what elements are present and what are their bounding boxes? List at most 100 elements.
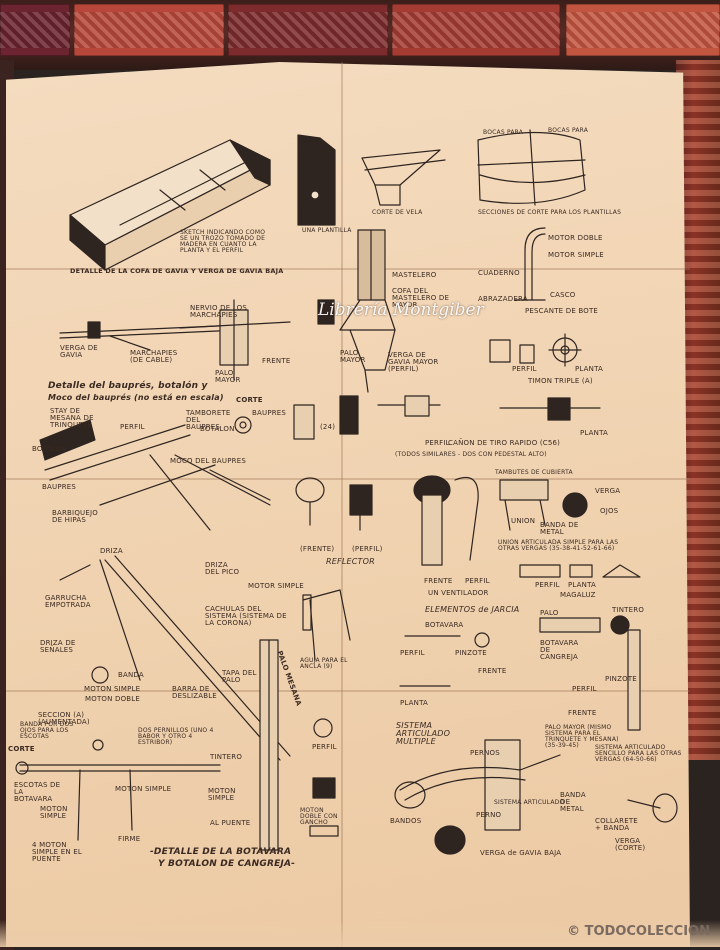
- label-motor-doble: MOTOR DOBLE: [548, 234, 603, 242]
- label-tintero-e: TINTERO: [612, 606, 645, 614]
- label-cofa-mastelero: COFA DEL MASTELERO DE MAYOR: [392, 287, 450, 309]
- label-perfil-e: PERFIL: [400, 649, 425, 657]
- label-verga-gavia-baja: VERGA de GAVIA BAJA: [480, 849, 562, 857]
- label-palo-mayor-front: PALO MAYOR: [215, 369, 241, 384]
- label-driza: DRIZA: [100, 547, 123, 555]
- small-parts-drawing: [309, 599, 339, 837]
- label-bocas: BOCAS PARA: [483, 129, 524, 136]
- label-frente-e: FRENTE: [478, 667, 507, 675]
- label-moton-simple-b2: MOTON SIMPLE: [40, 805, 68, 820]
- fold-line: [6, 478, 690, 480]
- label-nervio: NERVIO DE LOS MARCHAPIES: [190, 304, 247, 319]
- template-drawing: [297, 134, 336, 226]
- label-moton-doble-gancho: MOTON DOBLE CON GANCHO: [300, 807, 338, 826]
- label-tapa-palo: TAPA DEL PALO: [222, 669, 257, 684]
- label-tintero-b: TINTERO: [210, 753, 243, 761]
- label-frente-e2: FRENTE: [568, 709, 597, 717]
- label-banda-metal: BANDA DE METAL: [540, 521, 579, 536]
- label-barbiquejo: BARBIQUEJO DE HIPAS: [52, 509, 98, 524]
- label-abrazadera: ABRAZADERA: [478, 295, 528, 303]
- heading-botavara: -DETALLE DE LA BOTAVARA: [150, 847, 292, 857]
- label-perfil-m: PERFIL: [535, 581, 560, 589]
- label-marchapies: MARCHAPIES (DE CABLE): [130, 349, 178, 364]
- label-todos-similares: (TODOS SIMILARES - DOS CON PEDESTAL ALTO…: [395, 451, 547, 458]
- label-perfil-e2: PERFIL: [572, 685, 597, 693]
- label-banda-metal-s: BANDA DE METAL: [560, 791, 586, 813]
- label-perno: PERNO: [476, 811, 502, 819]
- fold-line: [6, 268, 690, 270]
- book-spine: [392, 4, 560, 56]
- gaff-drawing: [59, 555, 351, 851]
- grating-drawing: [519, 564, 641, 578]
- label-canon: CAÑON DE TIRO RAPIDO (C56): [448, 439, 561, 447]
- label-cuaderno: CUADERNO: [478, 269, 520, 277]
- reflector-drawing: [295, 477, 373, 531]
- label-corte-b: CORTE: [8, 745, 35, 753]
- label-motor-simple-2: MOTOR SIMPLE: [248, 582, 304, 590]
- label-bandos: BANDOS: [390, 817, 422, 825]
- label-verga: VERGA: [595, 487, 621, 495]
- label-secciones-corte: SECCIONES DE CORTE PARA LOS PLANTILLAS: [478, 209, 622, 216]
- label-motor-simple-l: MOTON SIMPLE: [84, 685, 141, 693]
- label-corte: CORTE: [236, 396, 263, 404]
- label-dos-pernillos: DOS PERNILLOS (UNO 4 BABOR Y OTRO 4 ESTR…: [138, 727, 214, 746]
- book-spine: [74, 4, 224, 56]
- label-garrucha: GARRUCHA EMPOTRADA: [45, 594, 91, 609]
- articulated-system-drawing: [394, 739, 678, 855]
- label-verga-gavia-mayor: VERGA DE GAVIA MAYOR (PERFIL): [388, 351, 439, 373]
- label-verga-corte: VERGA (CORTE): [615, 837, 646, 852]
- label-union: UNION: [511, 517, 536, 525]
- label-botavara-l: BOTAVARA: [425, 621, 464, 629]
- label-elementos: ELEMENTOS de JARCIA: [425, 605, 520, 614]
- label-botalon-top: BOTALON: [200, 425, 235, 433]
- label-reflector: REFLECTOR: [326, 557, 375, 566]
- label-botalon: BOTALON: [32, 445, 67, 453]
- rigging-elements-drawing: [399, 615, 641, 731]
- label-tambutes: TAMBUTES DE CUBIERTA: [495, 469, 573, 476]
- davit-drawing: [514, 227, 546, 301]
- ventilator-drawing: [413, 475, 479, 566]
- boom-drawing: [15, 739, 221, 841]
- label-botavara-cangreja: BOTAVARA DE CANGREJA: [540, 639, 579, 661]
- label-ojos: OJOS: [600, 507, 619, 515]
- label-mastelero: MASTELERO: [392, 271, 437, 279]
- label-cachulas: CACHULAS DEL SISTEMA (SISTEMA DE LA CORO…: [205, 605, 287, 627]
- label-sistema-sencillo: SISTEMA ARTICULADO SENCILLO PARA LAS OTR…: [595, 744, 682, 763]
- label-planta-m: PLANTA: [568, 581, 597, 589]
- label-24: (24): [320, 423, 336, 431]
- label-planta-c: PLANTA: [580, 429, 609, 437]
- label-planta-timon: PLANTA: [575, 365, 604, 373]
- label-perfil-r: (PERFIL): [352, 545, 383, 553]
- label-pernos: PERNOS: [470, 749, 500, 757]
- label-pinzote: PINZOTE: [455, 649, 487, 657]
- label-frente-r: (FRENTE): [300, 545, 335, 553]
- label-perfil-timon: PERFIL: [512, 365, 537, 373]
- label-moco: MOCO DEL BAUPRES: [170, 457, 246, 465]
- label-perfil-v: PERFIL: [465, 577, 490, 585]
- heading-botavara-2: Y BOTALON DE CANGREJA-: [158, 859, 296, 869]
- label-seccion: SECCION (A) (AUMENTADA): [38, 711, 90, 726]
- label-sistema-articulado: SISTEMA ARTICULADO: [494, 799, 565, 806]
- label-timon-triple: TIMON TRIPLE (A): [528, 377, 593, 385]
- hull-section-drawing: [361, 149, 446, 206]
- label-al-puente: AL PUENTE: [210, 819, 251, 827]
- label-casco: CASCO: [550, 291, 576, 299]
- watermark-text: Librería Montgiber: [318, 300, 484, 320]
- label-moton-simple-b3: MOTON SIMPLE: [208, 787, 236, 802]
- hull-plan-drawing: [477, 129, 586, 206]
- label-planta-e: PLANTA: [400, 699, 429, 707]
- label-driza-pico: DRIZA DEL PICO: [205, 561, 240, 576]
- footer-copyright: © TODOCOLECCION: [567, 924, 710, 939]
- label-tamborete: TAMBORETE DEL BAUPRES: [186, 409, 231, 431]
- label-pescante: PESCANTE DE BOTE: [525, 307, 599, 315]
- label-perfil-b2: PERFIL: [312, 743, 337, 751]
- label-palo-mayor: PALO MAYOR: [340, 349, 366, 364]
- label-frente: FRENTE: [262, 357, 291, 365]
- heading-baupres-2: Moco del bauprés (no está en escala): [48, 393, 224, 402]
- label-baupres-r: BAUPRES: [252, 409, 287, 417]
- label-collarete: COLLARETE + BANDA: [595, 817, 638, 832]
- wood-block-drawing: [69, 139, 271, 271]
- label-palo: PALO: [540, 609, 559, 617]
- label-sistema: SISTEMA ARTICULADO MULTIPLE: [396, 721, 451, 746]
